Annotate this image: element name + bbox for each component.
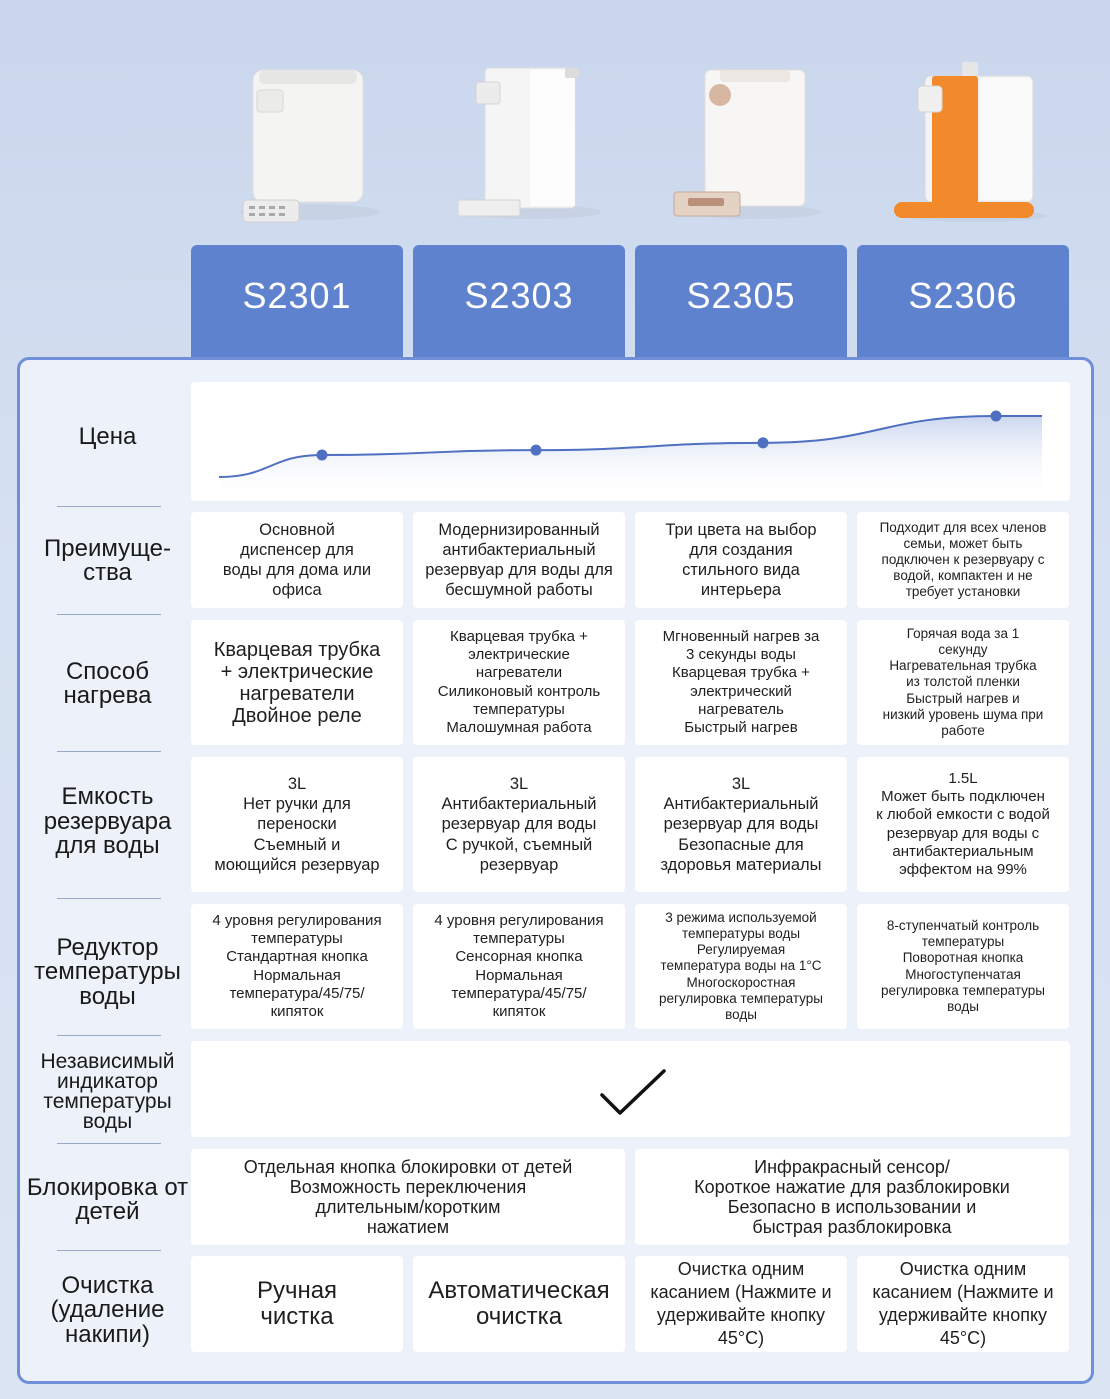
cleaning-cell-s2306: Очистка одним касанием (Нажмите и удержи… bbox=[857, 1256, 1069, 1352]
price-area bbox=[219, 416, 1042, 501]
row-divider bbox=[57, 614, 161, 615]
model-tab-s2303: S2303 bbox=[413, 245, 625, 357]
row-label-cleaning: Очистка (удаление накипи) bbox=[50, 1271, 165, 1348]
row-divider bbox=[57, 751, 161, 752]
model-tab-s2305: S2305 bbox=[635, 245, 847, 357]
model-tab-s2301: S2301 bbox=[191, 245, 403, 357]
row-label-child-lock: Блокировка от детей bbox=[26, 1173, 189, 1225]
row-label-capacity: Емкость резервуара для воды bbox=[43, 783, 172, 860]
temp-reducer-cell-s2303: 4 уровня регулирования температуры Сенсо… bbox=[413, 904, 625, 1029]
advantages-cell-s2301: Основной диспенсер для воды для дома или… bbox=[191, 512, 403, 608]
capacity-cell-s2303: 3L Антибактериальный резервуар для воды … bbox=[413, 757, 625, 892]
row-divider bbox=[57, 1250, 161, 1251]
capacity-cell-s2301: 3L Нет ручки для переноски Съемный и мою… bbox=[191, 757, 403, 892]
row-divider bbox=[57, 1143, 161, 1144]
temp-reducer-cell-s2301: 4 уровня регулирования температуры Станд… bbox=[191, 904, 403, 1029]
product-images bbox=[0, 0, 1110, 245]
temp-reducer-cell-s2306: 8-ступенчатый контроль температуры Повор… bbox=[857, 904, 1069, 1029]
product-image-s2305 bbox=[673, 69, 821, 219]
row-label-price: Цена bbox=[78, 423, 137, 451]
heating-cell-s2306: Горячая вода за 1 секунду Нагревательная… bbox=[857, 620, 1069, 745]
advantages-cell-s2305: Три цвета на выбор для создания стильног… bbox=[635, 512, 847, 608]
child-lock-cell-s2305-s2306: Инфракрасный сенсор/ Короткое нажатие дл… bbox=[635, 1149, 1069, 1245]
price-point-s2303 bbox=[530, 444, 542, 456]
checkmark-icon bbox=[599, 1069, 666, 1115]
heating-cell-s2301: Кварцевая трубка + электрические нагрева… bbox=[191, 620, 403, 745]
product-image-s2301 bbox=[240, 69, 380, 223]
row-divider bbox=[57, 506, 161, 507]
product-image-s2303 bbox=[457, 67, 601, 219]
cleaning-cell-s2305: Очистка одним касанием (Нажмите и удержи… bbox=[635, 1256, 847, 1352]
cleaning-cell-s2303: Автоматическая очистка bbox=[413, 1256, 625, 1352]
capacity-cell-s2306: 1.5L Может быть подключен к любой емкост… bbox=[857, 757, 1069, 892]
price-point-s2301 bbox=[316, 449, 328, 461]
cleaning-cell-s2301: Ручная чистка bbox=[191, 1256, 403, 1352]
row-divider bbox=[57, 898, 161, 899]
heating-cell-s2303: Кварцевая трубка + электрические нагрева… bbox=[413, 620, 625, 745]
price-point-s2305 bbox=[757, 437, 769, 449]
row-label-advantages: Преимуще- ства bbox=[44, 534, 171, 586]
price-chart-svg bbox=[218, 410, 1042, 501]
advantages-cell-s2303: Модернизированный антибактериальный резе… bbox=[413, 512, 625, 608]
price-point-s2306 bbox=[990, 410, 1002, 422]
advantages-cell-s2306: Подходит для всех членов семьи, может бы… bbox=[857, 512, 1069, 608]
child-lock-cell-s2301-s2303: Отдельная кнопка блокировки от детей Воз… bbox=[191, 1149, 625, 1245]
heating-cell-s2305: Мгновенный нагрев за 3 секунды воды Квар… bbox=[635, 620, 847, 745]
price-chart bbox=[191, 382, 1070, 501]
capacity-cell-s2305: 3L Антибактериальный резервуар для воды … bbox=[635, 757, 847, 892]
row-label-temp-reducer: Редуктор температуры воды bbox=[34, 933, 181, 1010]
row-divider bbox=[57, 1035, 161, 1036]
temp-reducer-cell-s2305: 3 режима используемой температуры воды Р… bbox=[635, 904, 847, 1029]
model-tab-s2306: S2306 bbox=[857, 245, 1069, 357]
row-label-heating: Способ нагрева bbox=[63, 657, 152, 709]
row-label-indicator: Независимый индикатор температуры воды bbox=[40, 1050, 175, 1133]
indicator-cell bbox=[191, 1041, 1070, 1137]
product-image-s2306 bbox=[894, 62, 1047, 222]
